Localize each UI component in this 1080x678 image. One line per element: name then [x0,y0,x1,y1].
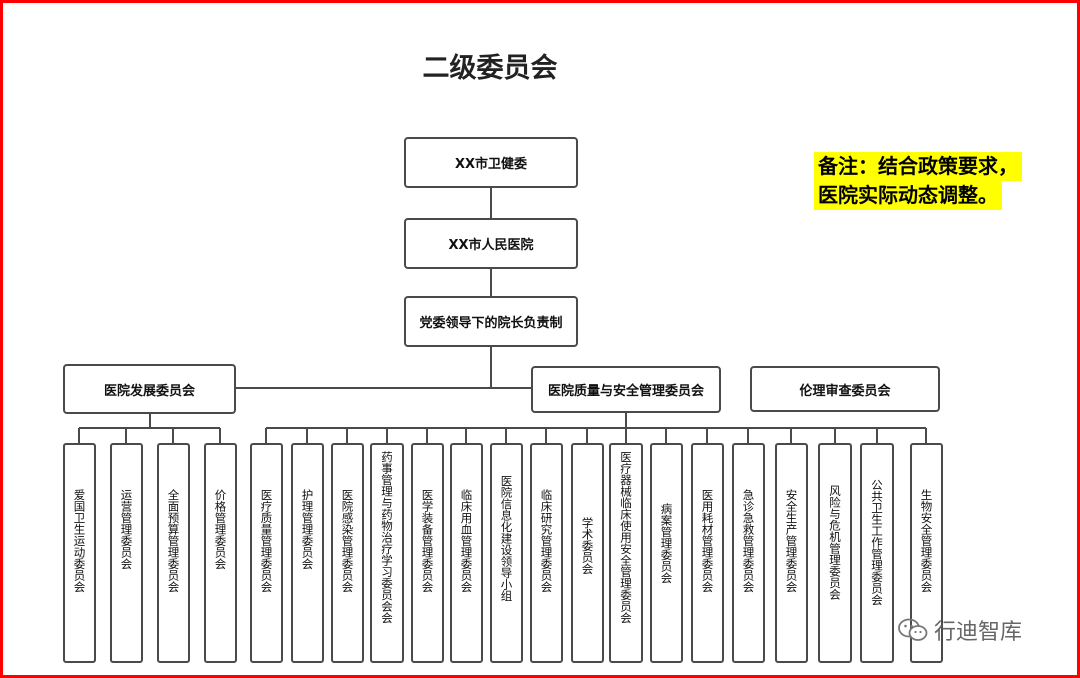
node-leadership: 党委领导下的院长负责制 [404,296,578,347]
group-quality-safety-committee: 医院质量与安全管理委员会 [531,366,721,413]
committee-box: 病案管理委员会 [650,443,683,663]
committee-box: 价格管理委员会 [204,443,237,663]
committee-label: 医院感染管理委员会 [340,489,355,593]
node-label: XX市卫健委 [454,157,528,172]
watermark-text: 行迪智库 [934,620,1023,645]
committee-box: 医疗器械临床使用安全管理委员会 [609,443,643,663]
note-line: 医院实际动态调整。 [814,181,1002,210]
committee-label: 运营管理委员会 [119,489,134,570]
page-title: 二级委员会 [422,53,558,84]
node-hospital: XX市人民医院 [404,218,578,269]
committee-box: 爱国卫生运动委员会 [63,443,96,663]
committee-box: 医院感染管理委员会 [331,443,364,663]
wechat-icon [898,618,928,641]
node-label: XX市人民医院 [448,238,534,253]
group-label: 伦理审查委员会 [799,383,891,399]
committee-label: 护理管理委员会 [300,489,315,570]
committee-label: 爱国卫生运动委员会 [72,489,87,593]
committee-label: 临床用血管理委员会 [459,489,474,593]
committee-label: 风险与危机管理委员会 [828,485,842,600]
committee-label: 病案管理委员会 [659,503,674,584]
note-line: 备注：结合政策要求， [814,152,1022,181]
committee-box: 临床用血管理委员会 [450,443,483,663]
committee-box: 医院信息化建设领导小组 [490,443,523,663]
committee-label: 医疗质量管理委员会 [259,489,274,593]
committee-box: 公共卫生工作管理委员会 [860,443,894,663]
committee-label: 学术委员会 [580,517,595,575]
node-label: 党委领导下的院长负责制 [419,316,563,331]
committee-label: 药事管理与药物治疗学习委员会会 [380,451,394,624]
committee-label: 医用耗材管理委员会 [700,489,715,593]
group-development-committee: 医院发展委员会 [63,364,236,414]
committee-label: 公共卫生工作管理委员会 [870,479,884,606]
committee-box: 医疗质量管理委员会 [250,443,283,663]
committee-box: 医学装备管理委员会 [411,443,444,663]
committee-box: 药事管理与药物治疗学习委员会会 [370,443,404,663]
committee-label: 急诊急救管理委员会 [741,489,756,593]
committee-label: 价格管理委员会 [213,489,228,570]
committee-label: 生物安全管理委员会 [919,489,934,593]
committee-label: 安全生产管理委员会 [784,489,799,593]
committee-box: 护理管理委员会 [291,443,324,663]
committee-label: 医院信息化建设领导小组 [499,475,514,602]
committee-label: 临床研究管理委员会 [539,489,554,593]
committee-box: 运营管理委员会 [110,443,143,663]
watermark: 行迪智库 [898,614,1022,646]
group-label: 医院质量与安全管理委员会 [547,384,704,399]
committee-label: 全面预算管理委员会 [166,489,181,593]
node-health-commission: XX市卫健委 [404,137,578,188]
committee-box: 临床研究管理委员会 [530,443,563,663]
note-callout: 备注：结合政策要求， 医院实际动态调整。 [814,152,1022,210]
group-label: 医院发展委员会 [103,383,195,399]
committee-box: 医用耗材管理委员会 [691,443,724,663]
committee-label: 医疗器械临床使用安全管理委员会 [619,451,633,624]
committee-box: 急诊急救管理委员会 [732,443,765,663]
committee-label: 医学装备管理委员会 [420,489,435,593]
group-ethics-committee: 伦理审查委员会 [750,366,940,412]
committee-box: 安全生产管理委员会 [775,443,808,663]
committee-box: 学术委员会 [571,443,604,663]
committee-box: 风险与危机管理委员会 [818,443,852,663]
committee-box: 全面预算管理委员会 [157,443,190,663]
